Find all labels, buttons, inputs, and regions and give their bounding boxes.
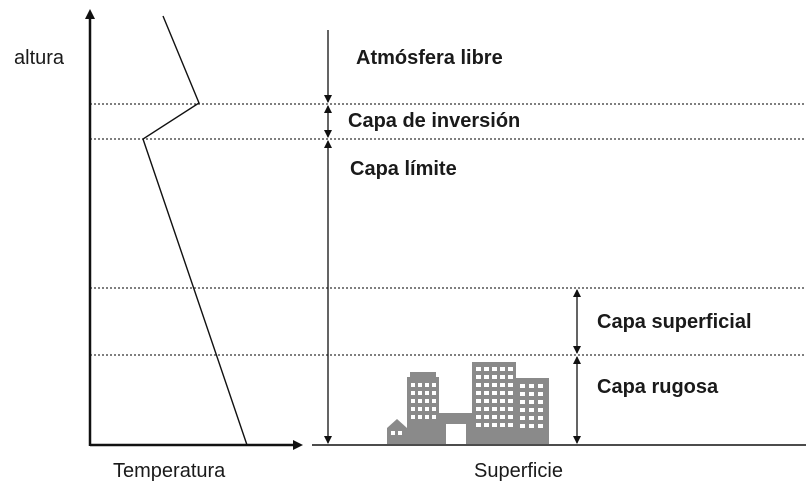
building-window <box>476 423 481 427</box>
building-window <box>418 399 422 403</box>
building-window <box>520 384 525 388</box>
building-window <box>529 400 534 404</box>
building-window <box>500 367 505 371</box>
building-window <box>484 415 489 419</box>
building-window <box>418 383 422 387</box>
building-window <box>425 383 429 387</box>
building-window <box>508 391 513 395</box>
building-window <box>484 423 489 427</box>
building-window <box>529 416 534 420</box>
building-window <box>418 391 422 395</box>
building-window <box>500 375 505 379</box>
temperature-profile <box>142 15 248 446</box>
building-window <box>500 407 505 411</box>
building-window <box>492 423 497 427</box>
building-window <box>492 399 497 403</box>
building-window <box>538 384 543 388</box>
building-windows <box>391 367 543 435</box>
building-window <box>538 392 543 396</box>
building-window <box>425 399 429 403</box>
building-window <box>492 375 497 379</box>
building-window <box>425 391 429 395</box>
building-window <box>492 367 497 371</box>
x-axis-label: Temperatura <box>113 460 226 482</box>
building-window <box>492 407 497 411</box>
building-window <box>538 416 543 420</box>
building-window <box>411 399 415 403</box>
building-window <box>492 415 497 419</box>
building-window <box>529 392 534 396</box>
building-window <box>476 367 481 371</box>
building-window <box>500 423 505 427</box>
building-window <box>476 391 481 395</box>
building-window <box>418 415 422 419</box>
building-window <box>508 423 513 427</box>
building-window <box>520 416 525 420</box>
building-window <box>432 383 436 387</box>
building-window <box>500 415 505 419</box>
building-window <box>432 415 436 419</box>
building-window <box>418 407 422 411</box>
boundary-layer-label: Capa límite <box>350 158 457 180</box>
free-atmosphere-label: Atmósfera libre <box>356 47 503 69</box>
building-window <box>425 407 429 411</box>
building-window <box>500 399 505 403</box>
building-window <box>425 415 429 419</box>
building-window <box>391 431 395 435</box>
building-window <box>411 391 415 395</box>
building-window <box>484 407 489 411</box>
building-window <box>484 391 489 395</box>
building-window <box>508 415 513 419</box>
building-window <box>538 400 543 404</box>
building-window <box>529 424 534 428</box>
building-window <box>500 391 505 395</box>
roughness-layer-label: Capa rugosa <box>597 376 719 398</box>
building-window <box>484 383 489 387</box>
building-window <box>508 375 513 379</box>
building-window <box>529 408 534 412</box>
building-window <box>476 383 481 387</box>
building-window <box>529 384 534 388</box>
building-window <box>432 399 436 403</box>
building-window <box>411 383 415 387</box>
building-window <box>538 408 543 412</box>
building-window <box>476 375 481 379</box>
building-window <box>484 375 489 379</box>
building-window <box>520 392 525 396</box>
building-window <box>520 408 525 412</box>
building-window <box>484 399 489 403</box>
building-window <box>476 399 481 403</box>
building-window <box>520 400 525 404</box>
building-window <box>538 424 543 428</box>
building-window <box>508 407 513 411</box>
building-window <box>432 407 436 411</box>
building-window <box>432 391 436 395</box>
building-window <box>398 431 402 435</box>
building-window <box>492 391 497 395</box>
building-door <box>446 424 466 444</box>
building-window <box>476 407 481 411</box>
building-window <box>520 424 525 428</box>
building-window <box>411 415 415 419</box>
building-window <box>508 383 513 387</box>
building-window <box>508 399 513 403</box>
building-window <box>500 383 505 387</box>
inversion-layer-label: Capa de inversión <box>348 110 521 132</box>
building-window <box>411 407 415 411</box>
building-window <box>484 367 489 371</box>
y-axis-label: altura <box>14 47 65 69</box>
building-window <box>492 383 497 387</box>
surface-label: Superficie <box>474 460 563 482</box>
building-window <box>508 367 513 371</box>
surface-layer-label: Capa superficial <box>597 311 752 333</box>
building-window <box>476 415 481 419</box>
